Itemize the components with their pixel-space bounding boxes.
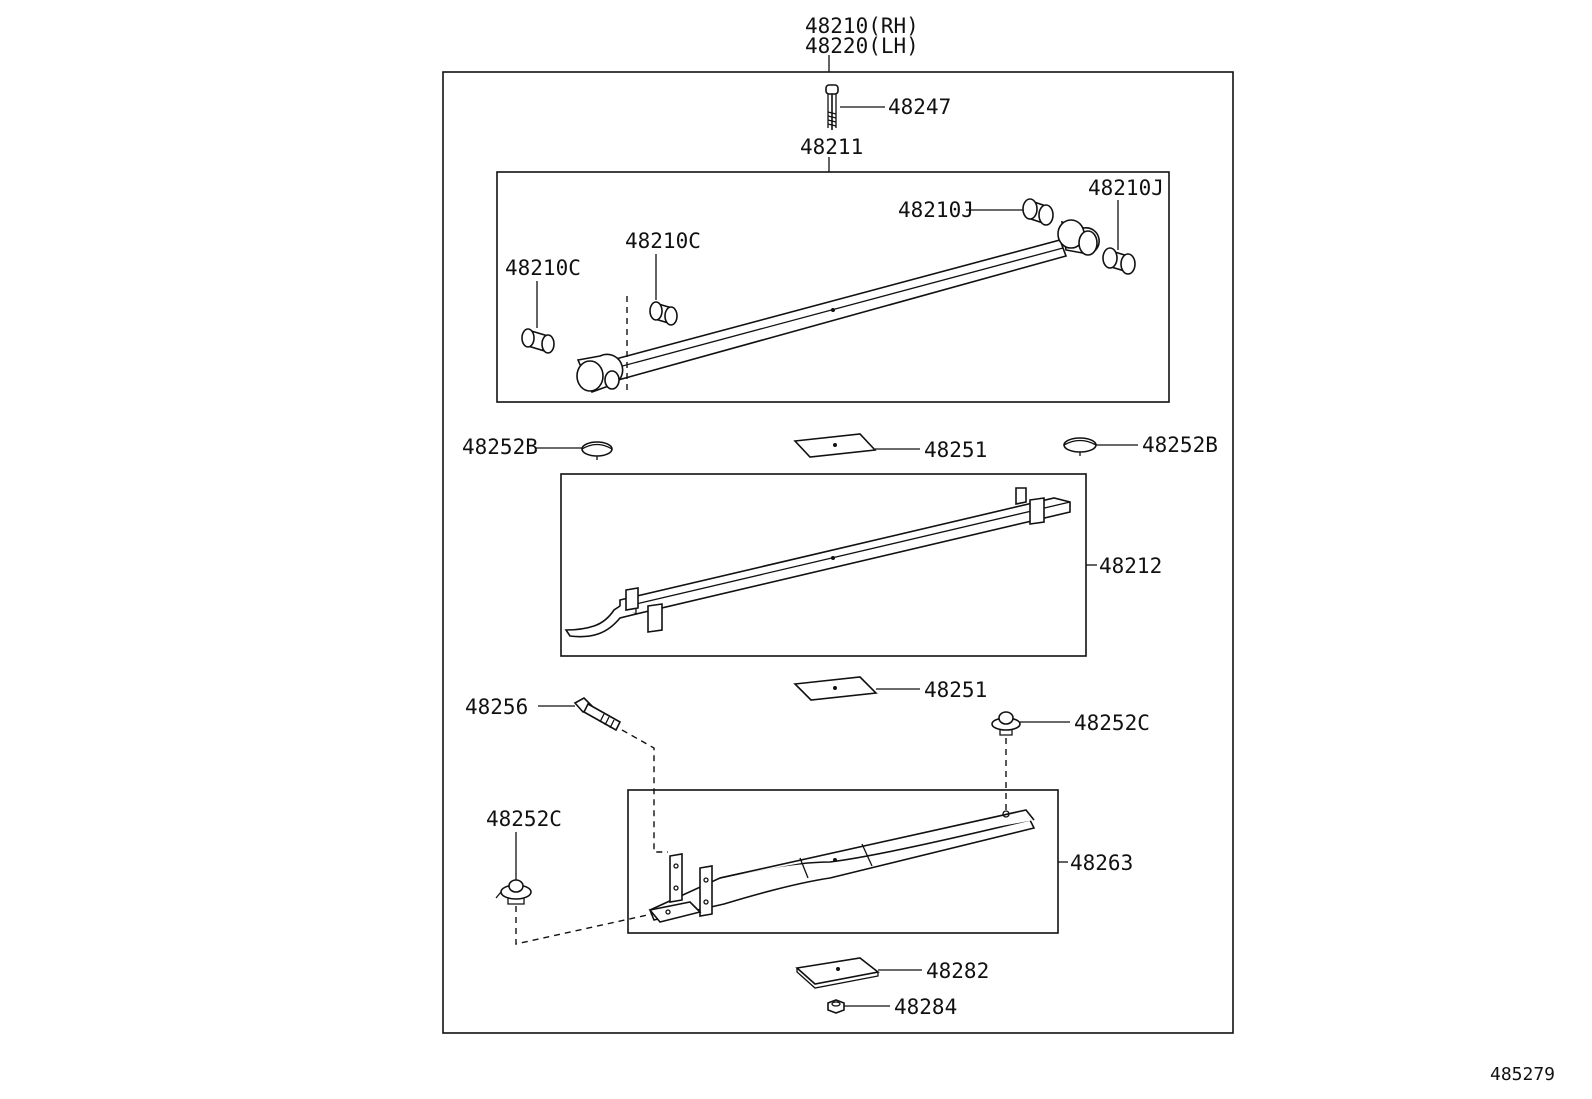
assembly-label-rh[interactable]: 48210(RH) [805,14,919,38]
bushing-48210c-inner-icon [649,301,678,326]
seat-plate-48282-icon [795,957,880,989]
bolt-48247-icon [825,84,839,130]
bushing-48210j-right-icon [1102,247,1136,275]
silencer-48252c-left-icon [495,879,532,905]
part-label-48251-lower[interactable]: 48251 [924,678,987,702]
silencer-48252b-right-icon [1063,437,1097,456]
silencer-48252c-right-icon [991,711,1021,736]
main-leaf-box [496,171,1170,403]
diagram-id: 485279 [1490,1064,1555,1085]
insert-48251-lower-icon [793,676,878,701]
part-label-48210j-right[interactable]: 48210J [1088,176,1164,200]
nut-48284-icon [827,999,845,1014]
assembly-label-lh[interactable]: 48220(LH) [805,34,919,58]
part-label-48263[interactable]: 48263 [1070,851,1133,875]
part-label-48252c-right[interactable]: 48252C [1074,711,1150,735]
silencer-48252b-left-icon [581,441,613,460]
part-label-48252c-left[interactable]: 48252C [486,807,562,831]
part-label-48252b-left[interactable]: 48252B [462,435,538,459]
part-label-48247[interactable]: 48247 [888,95,951,119]
part-label-48256[interactable]: 48256 [465,695,528,719]
part-label-48284[interactable]: 48284 [894,995,957,1019]
part-label-48210c-left[interactable]: 48210C [505,256,581,280]
insert-48251-upper-icon [793,433,877,458]
bolt-48256-icon [573,697,622,732]
part-label-48252b-right[interactable]: 48252B [1142,433,1218,457]
part-label-48251-upper[interactable]: 48251 [924,438,987,462]
part-label-48210c-inner[interactable]: 48210C [625,229,701,253]
part-label-48212[interactable]: 48212 [1099,554,1162,578]
silencer-left-dashline [515,906,653,945]
part-label-48210j-upper[interactable]: 48210J [898,198,974,222]
bushing-48210j-upper-icon [1022,198,1054,226]
bushing-48210c-left-icon [521,328,555,354]
third-leaf-spring-icon [648,809,1036,923]
part-label-48211[interactable]: 48211 [800,135,863,159]
second-leaf-spring-icon [564,487,1071,638]
clip-bolt-dashline [621,729,668,853]
part-label-48282[interactable]: 48282 [926,959,989,983]
main-leaf-spring-icon [576,219,1100,394]
assembly-frame [442,71,1234,1034]
